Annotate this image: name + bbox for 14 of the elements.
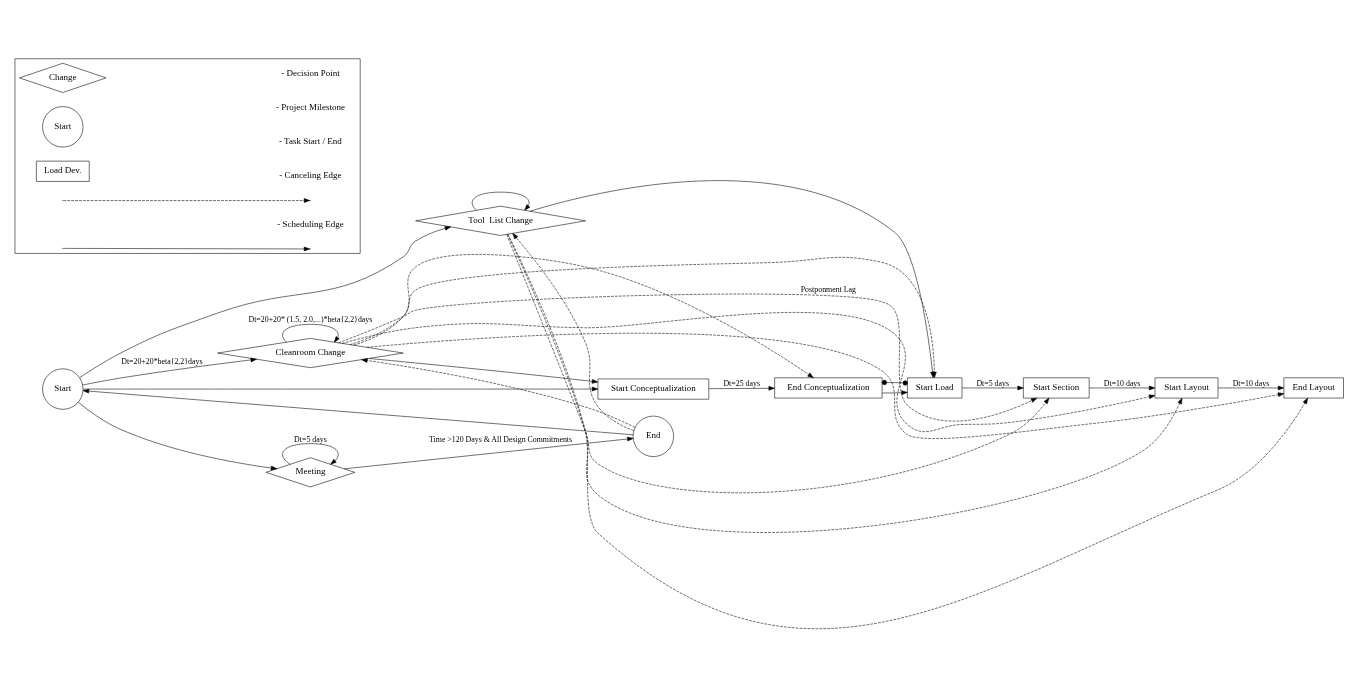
edge-label: Postponment Lag: [800, 284, 856, 294]
edge-label: Time >120 Days & All Design Commitments: [429, 434, 573, 444]
legend-label: - Canceling Edge: [279, 170, 342, 181]
edge-label: Dt=5 days: [294, 434, 327, 444]
edge-label: Dt=10 days: [1232, 378, 1270, 388]
legend-label: - Scheduling Edge: [277, 218, 344, 229]
edge-label: Dt=20+20* (1.5, 2.0,...)*beta{2,2}days: [248, 315, 373, 325]
legend-label: - Decision Point: [281, 67, 340, 78]
edge-label: Dt=20+20*beta{2,2}days: [121, 356, 203, 366]
legend-label: - Project Milestone: [275, 101, 345, 112]
legend-label: - Task Start / End: [279, 136, 342, 147]
edge-label: Dt=5 days: [976, 378, 1009, 388]
edge-label: Dt=10 days: [1103, 378, 1141, 388]
edge-label: Dt=25 days: [723, 378, 760, 388]
